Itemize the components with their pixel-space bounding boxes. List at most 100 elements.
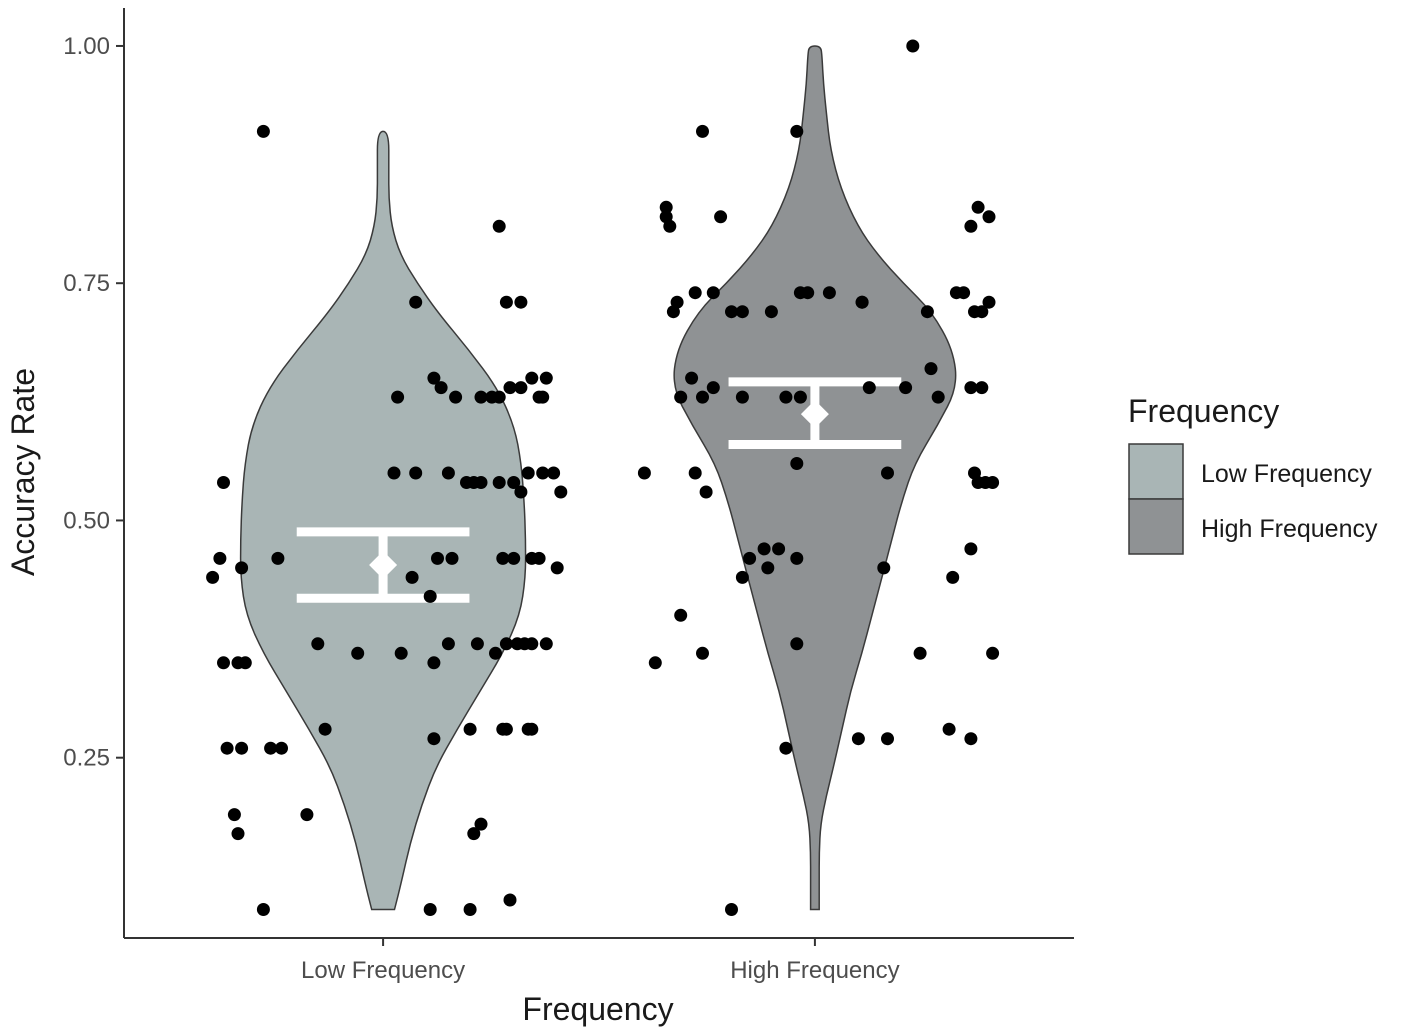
data-point [525, 637, 539, 651]
data-point [714, 210, 728, 224]
data-point [764, 305, 778, 319]
x-tick-label: High Frequency [730, 957, 899, 984]
data-point [470, 637, 484, 651]
data-point [235, 741, 249, 755]
data-point [547, 466, 561, 480]
data-point [521, 466, 535, 480]
data-point [271, 551, 285, 565]
data-point [431, 551, 444, 565]
data-point [423, 903, 437, 916]
data-point [975, 381, 989, 395]
data-point [964, 381, 978, 395]
data-point [441, 637, 455, 651]
data-point [964, 542, 978, 556]
data-point [217, 476, 230, 489]
data-point [536, 466, 550, 480]
data-point [405, 570, 419, 584]
data-point [971, 200, 985, 214]
data-point [906, 39, 920, 53]
data-point [931, 390, 945, 404]
x-tick-label: Low Frequency [301, 957, 465, 984]
data-point [761, 561, 775, 575]
data-point [735, 390, 749, 404]
data-point [539, 637, 553, 651]
data-point [489, 646, 502, 660]
data-point [206, 570, 220, 584]
data-point [311, 637, 325, 651]
data-point [463, 903, 477, 916]
x-ticks: Low Frequency High Frequency [301, 938, 900, 984]
data-point [685, 371, 699, 385]
data-point [725, 305, 738, 319]
data-point [264, 741, 278, 755]
data-point [706, 381, 720, 395]
data-point [514, 295, 528, 309]
data-point [881, 732, 894, 746]
data-point [507, 476, 521, 489]
data-point [463, 722, 477, 736]
axes-layer [123, 8, 1074, 939]
data-point [913, 646, 927, 660]
data-point [793, 390, 807, 404]
data-point [957, 286, 971, 300]
y-tick-label: 0.50 [63, 507, 110, 534]
data-point [877, 561, 891, 575]
points-layer [206, 39, 1000, 916]
y-tick-label: 0.75 [63, 270, 110, 297]
data-point [779, 390, 793, 404]
data-point [351, 646, 365, 660]
data-point [503, 893, 517, 907]
data-point [790, 457, 804, 470]
data-point [688, 286, 702, 300]
data-point [514, 381, 528, 395]
x-axis-title: Frequency [522, 991, 673, 1027]
data-point [920, 305, 934, 319]
data-point [670, 295, 684, 309]
data-point [772, 542, 786, 556]
data-point [946, 570, 960, 584]
data-point [449, 390, 463, 404]
data-point [982, 295, 996, 309]
data-point [637, 466, 651, 480]
data-point [881, 466, 894, 480]
data-point [899, 381, 913, 395]
data-point [757, 542, 771, 556]
data-point [699, 485, 713, 499]
data-point [499, 637, 513, 651]
data-point [855, 295, 869, 309]
data-point [975, 305, 989, 319]
legend-label: Low Frequency [1201, 460, 1372, 488]
violin-low-frequency [239, 130, 527, 911]
data-point [964, 732, 978, 746]
data-point [648, 656, 662, 670]
mean-marker [369, 551, 398, 580]
data-point [391, 390, 405, 404]
data-point [532, 390, 546, 404]
data-point [213, 551, 227, 565]
y-axis-title: Accuracy Rate [5, 368, 41, 576]
data-point [696, 124, 709, 138]
data-point [409, 466, 423, 480]
data-point [409, 295, 423, 309]
data-point [942, 722, 956, 736]
data-point [801, 286, 815, 300]
data-point [427, 656, 441, 670]
data-point [217, 656, 230, 670]
data-point [822, 286, 836, 300]
y-tick-label: 1.00 [63, 33, 110, 60]
data-point [978, 476, 992, 489]
data-point [851, 732, 865, 746]
data-point [674, 390, 688, 404]
data-point [499, 295, 513, 309]
data-point [467, 827, 481, 841]
legend-key-high-frequency [1128, 498, 1184, 555]
data-point [525, 371, 539, 385]
data-point [441, 466, 455, 480]
data-point [485, 390, 499, 404]
data-point [982, 210, 996, 224]
data-point [525, 722, 539, 736]
data-point [674, 608, 688, 622]
y-tick-label: 0.25 [63, 745, 110, 772]
data-point [550, 561, 564, 575]
